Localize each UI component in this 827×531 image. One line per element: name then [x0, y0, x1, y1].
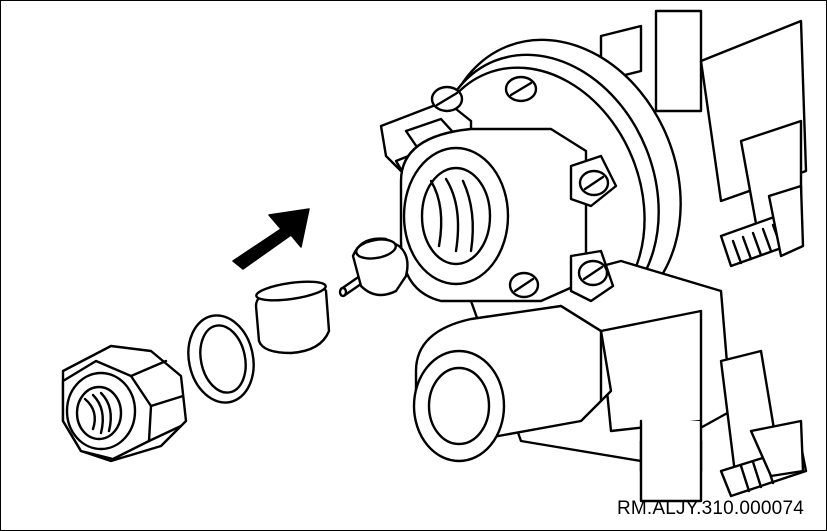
arrow-icon [232, 208, 310, 270]
threaded-stud-upper [719, 184, 805, 268]
rear-pipe [654, 9, 703, 113]
conical-insert [254, 280, 331, 355]
check-valve-pin [338, 237, 409, 298]
figure-reference-code: RM.ALJY.310.000074 [616, 498, 804, 519]
hex-nut [61, 344, 188, 463]
sealing-washer [187, 314, 255, 404]
flange-screws [430, 75, 618, 303]
threaded-stud-lower [719, 419, 808, 498]
outlet-bore-inner [427, 366, 491, 446]
lower-pipe [639, 419, 703, 503]
nut-bore-inner [75, 385, 123, 441]
valve-body [379, 9, 808, 503]
